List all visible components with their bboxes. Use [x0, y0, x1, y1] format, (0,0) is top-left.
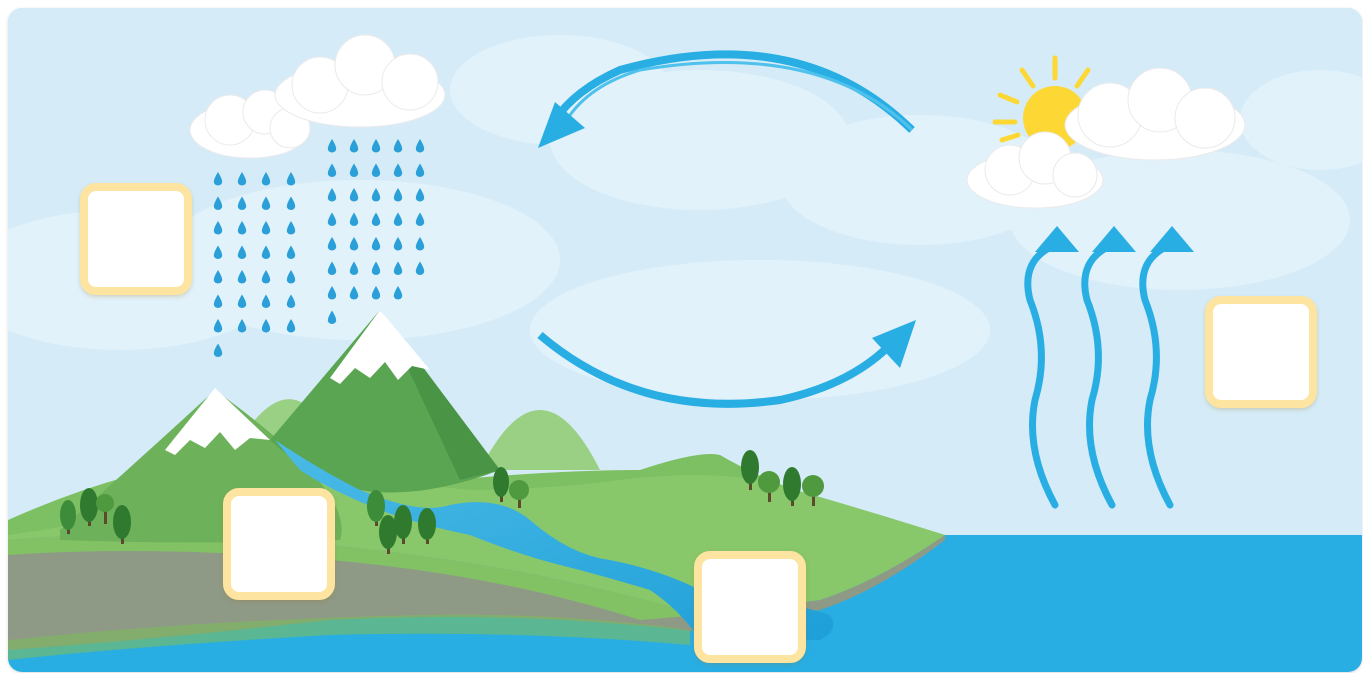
water-cycle-diagram — [8, 8, 1362, 672]
label-slot-precipitation[interactable] — [80, 183, 192, 295]
label-slot-evaporation[interactable] — [1205, 296, 1317, 408]
label-slot-runoff[interactable] — [223, 488, 335, 600]
water-cycle-illustration — [8, 8, 1362, 672]
label-slot-collection[interactable] — [694, 551, 806, 663]
